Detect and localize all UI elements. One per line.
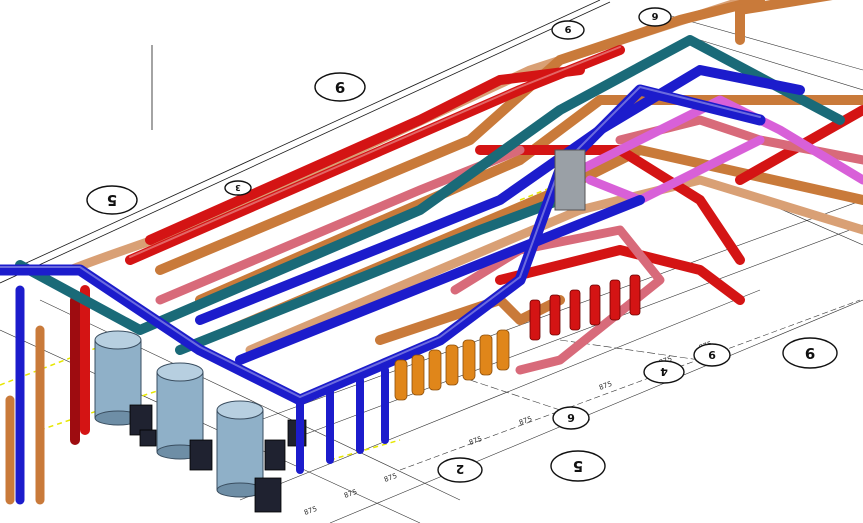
pipe-network: [0, 0, 863, 505]
tank-1: [94, 330, 142, 426]
svg-text:875: 875: [343, 488, 358, 500]
svg-text:875: 875: [518, 415, 533, 427]
red-valve-manifold: [529, 274, 641, 341]
svg-text:875: 875: [303, 505, 318, 517]
grid-bubble-label: 6: [651, 10, 658, 21]
grid-bubble-label: 9: [335, 78, 345, 96]
grid-bubbles: 9 5 9 5 9 6 9 4: [86, 7, 838, 483]
grid-bubble: 5: [86, 185, 138, 215]
svg-text:875: 875: [468, 435, 483, 447]
grid-bubble-label: 2: [456, 462, 464, 476]
grid-bubble: 2: [437, 457, 483, 483]
pump-units: [129, 404, 307, 513]
svg-text:875: 875: [598, 380, 613, 392]
grid-bubble-label: 9: [805, 344, 815, 362]
grid-bubble: 3: [224, 180, 252, 196]
tank-3: [216, 400, 264, 498]
grid-bubble: 4: [643, 360, 685, 384]
grid-bubble: 9: [314, 72, 366, 102]
grid-bubble: 5: [550, 450, 606, 482]
svg-text:875: 875: [383, 472, 398, 484]
grid-bubble-label: 9: [564, 23, 571, 34]
riser-column: [554, 149, 586, 211]
grid-bubble-label: 4: [660, 365, 668, 378]
grid-bubble: 9: [551, 20, 585, 40]
orange-pump-manifold: [394, 329, 510, 401]
storage-tanks: [94, 330, 264, 498]
grid-bubble-label: 5: [107, 191, 117, 209]
grid-bubble: 9: [693, 343, 731, 367]
grid-bubble-label: 9: [708, 348, 716, 361]
grid-bubble: 6: [638, 7, 672, 27]
grid-bubble-label: 5: [573, 457, 583, 475]
grid-bubble-label: 6: [567, 411, 575, 424]
grid-bubble: 9: [782, 337, 838, 369]
grid-bubble-label: 3: [235, 183, 241, 192]
grid-bubble: 6: [552, 406, 590, 430]
